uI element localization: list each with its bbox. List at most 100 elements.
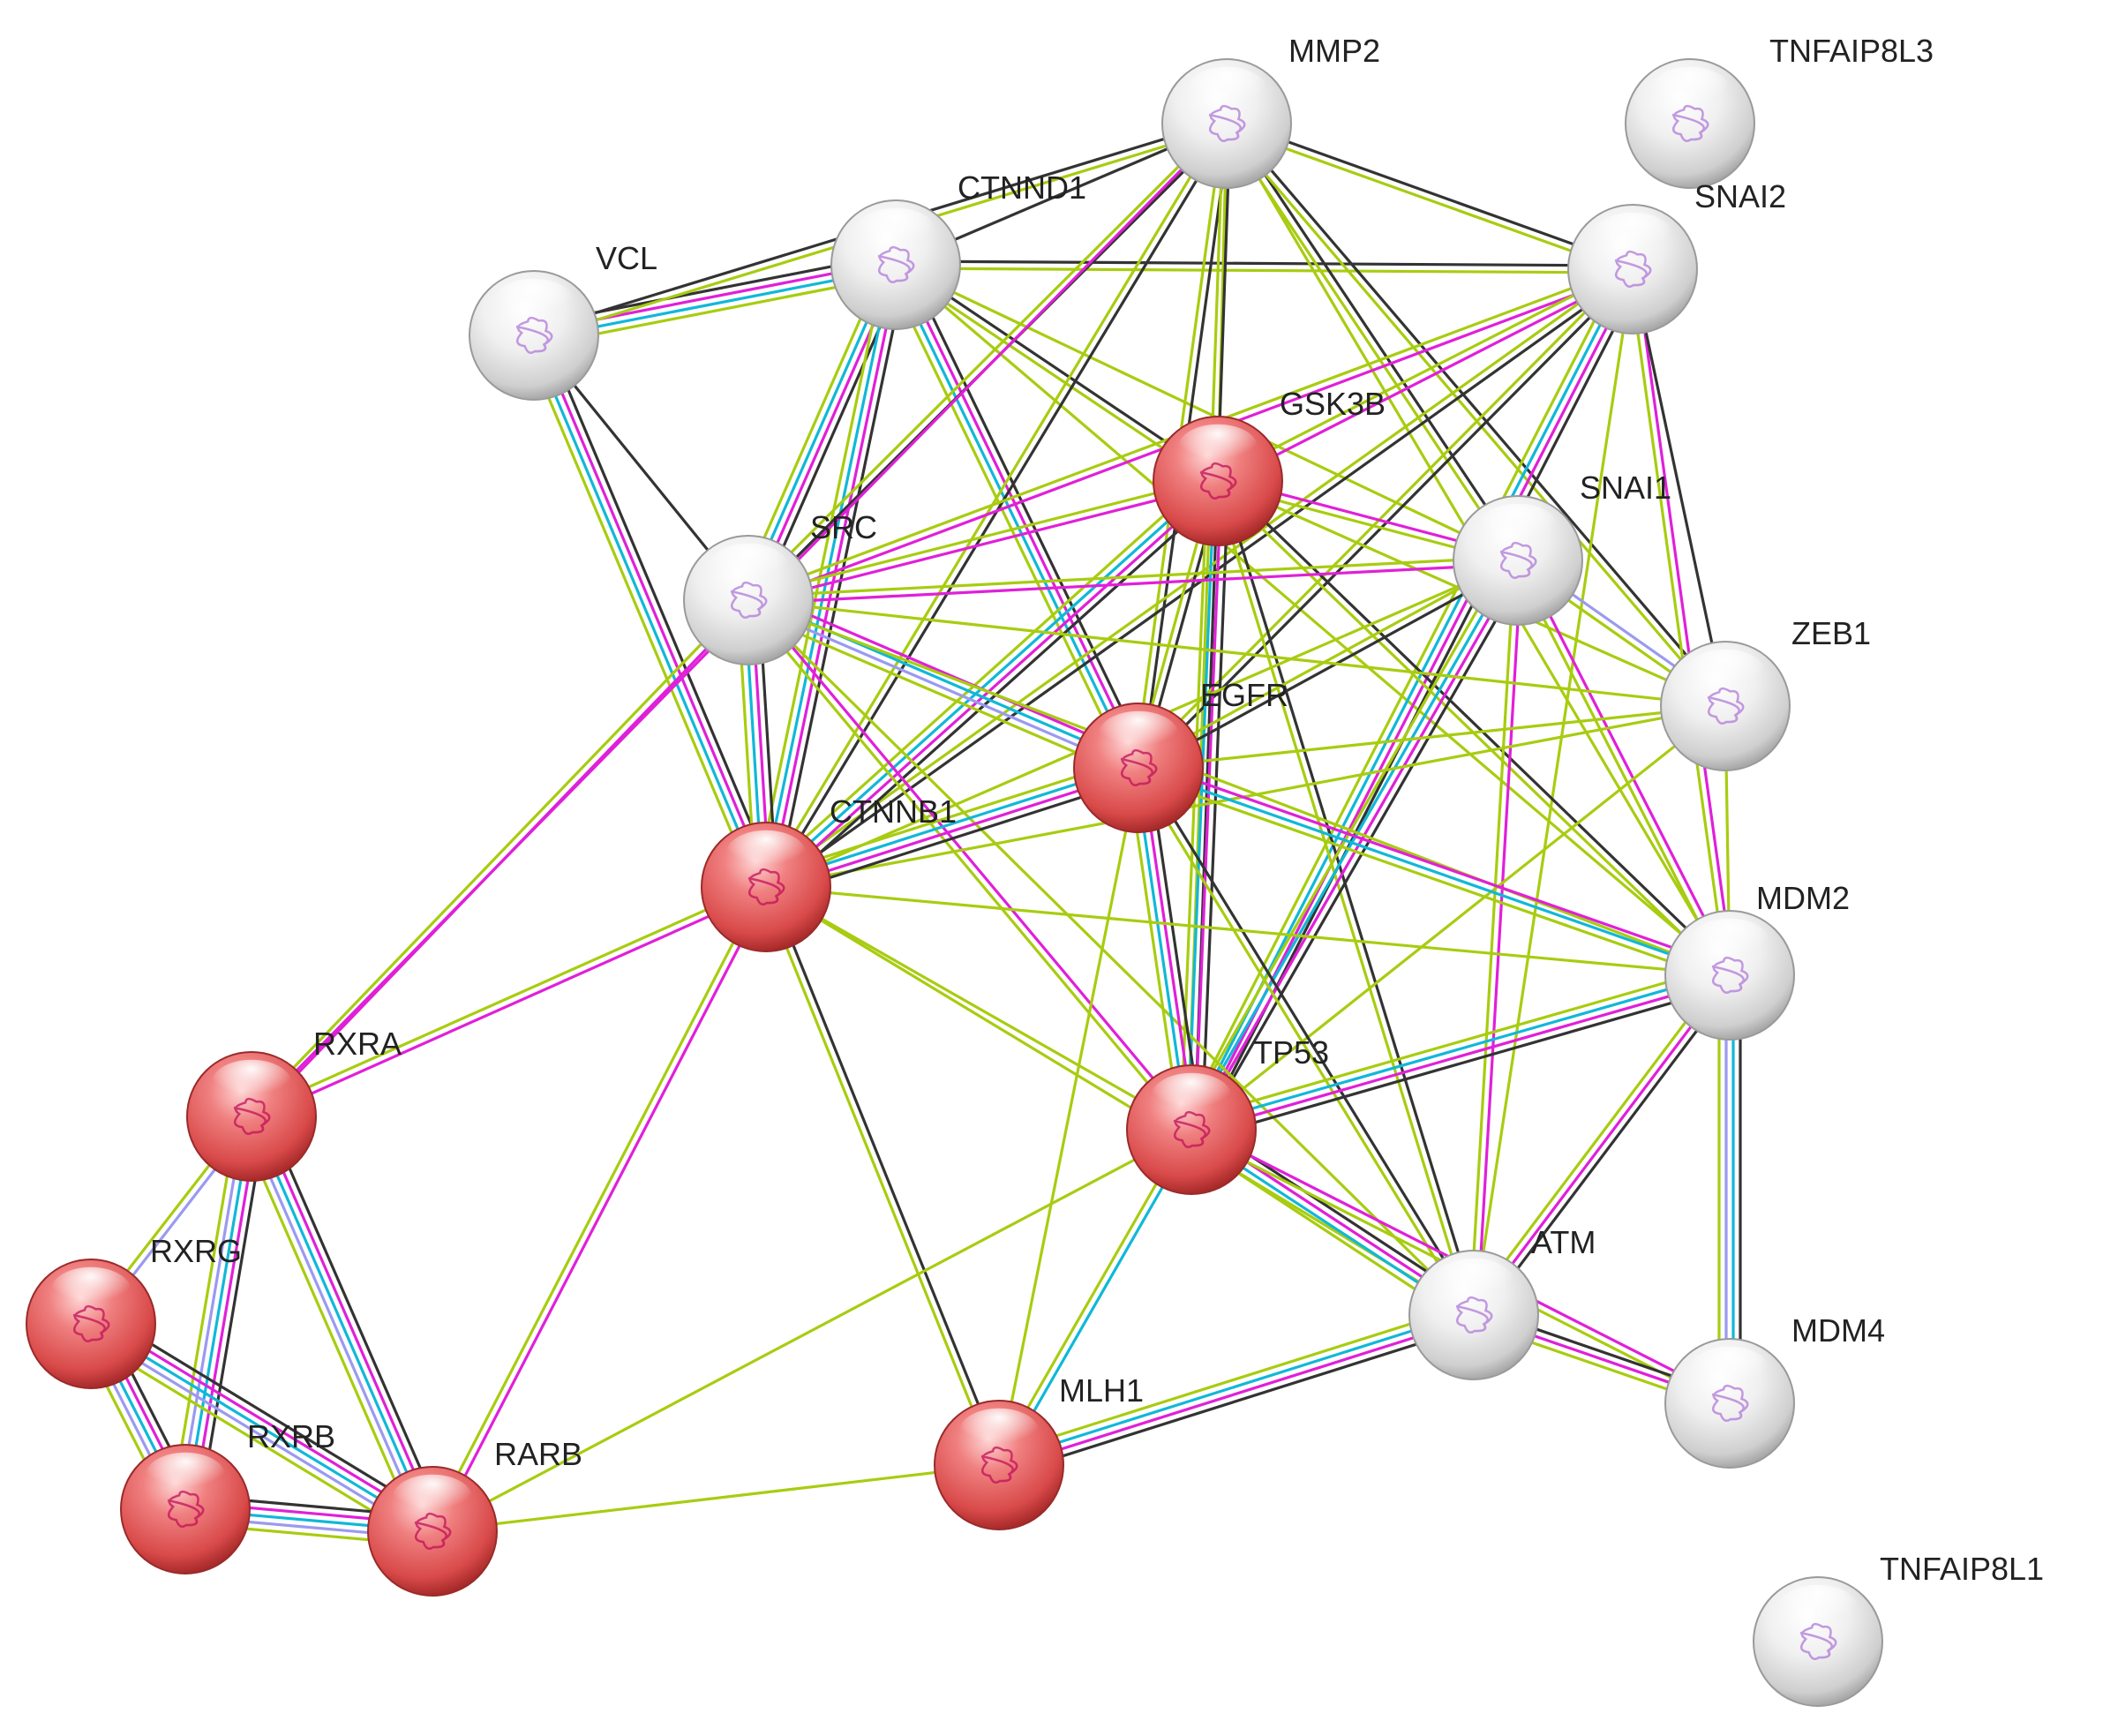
node-gloss — [1433, 1258, 1514, 1305]
edge-atm-mlh1[interactable] — [994, 1303, 1479, 1477]
node-tnfaip8l3[interactable]: TNFAIP8L3 — [1625, 33, 1934, 189]
edge-mlh1-rarb[interactable] — [431, 1463, 1001, 1533]
edge-line-database — [1137, 766, 1731, 977]
edge-line-coexpression — [771, 487, 1227, 897]
node-label: TNFAIP8L1 — [1880, 1551, 2044, 1587]
edge-line-textmining — [1214, 264, 1633, 480]
edge-snai2-mdm2[interactable] — [1627, 267, 1735, 978]
node-rxrg[interactable]: RXRG — [26, 1233, 242, 1389]
edge-src-atm[interactable] — [747, 598, 1476, 1317]
node-gloss — [1186, 66, 1267, 114]
edge-line-experimental — [767, 482, 1222, 891]
edge-line-coexpression — [1198, 564, 1529, 1137]
edge-tp53-rarb[interactable] — [431, 1128, 1193, 1533]
edge-ctnnb1-tp53[interactable] — [764, 885, 1193, 1131]
node-gloss — [708, 543, 789, 590]
node-rarb[interactable]: RARB — [367, 1436, 582, 1597]
node-zeb1[interactable]: ZEB1 — [1660, 615, 1871, 771]
edge-mdm2-mdm4[interactable] — [1717, 973, 1742, 1405]
edge-line-database — [529, 334, 764, 891]
edge-ctnnd1-snai1[interactable] — [894, 263, 1520, 562]
edge-line-textmining — [1134, 772, 1729, 984]
edge-line-textmining — [747, 555, 1520, 598]
edge-src-rxra[interactable] — [247, 596, 753, 1121]
edge-egfr-mlh1[interactable] — [997, 766, 1140, 1467]
edge-rxra-rxrb[interactable] — [169, 1112, 267, 1514]
edge-line-textmining — [747, 598, 1727, 708]
edge-line-textmining — [764, 885, 1476, 1317]
edge-line-coexpression — [96, 1310, 441, 1521]
node-snai1[interactable]: SNAI1 — [1453, 470, 1671, 626]
edge-ctnnd1-snai2[interactable] — [894, 259, 1634, 274]
edge-ctnnd1-egfr[interactable] — [884, 259, 1150, 774]
edge-line-database — [1189, 970, 1731, 1128]
edge-ctnnd1-mdm2[interactable] — [894, 263, 1731, 977]
node-snai2[interactable]: SNAI2 — [1567, 178, 1786, 334]
node-gloss — [1777, 1584, 1859, 1632]
edge-mmp2-zeb1[interactable] — [1222, 119, 1730, 710]
node-rxra[interactable]: RXRA — [186, 1026, 402, 1182]
edge-egfr-mdm2[interactable] — [1134, 759, 1734, 984]
edge-ctnnb1-rarb[interactable] — [427, 883, 771, 1535]
edge-gsk3b-src[interactable] — [746, 476, 1220, 605]
edge-line-textmining — [1472, 267, 1634, 1317]
node-label: MDM4 — [1791, 1312, 1885, 1349]
edge-rxrg-rarb[interactable] — [82, 1310, 441, 1545]
edge-snai1-src[interactable] — [747, 555, 1520, 605]
node-gsk3b[interactable]: GSK3B — [1153, 386, 1386, 546]
edge-mdm2-tp53[interactable] — [1187, 963, 1734, 1142]
edge-ctnnb1-mdm2[interactable] — [764, 885, 1731, 977]
edge-src-zeb1[interactable] — [747, 598, 1727, 708]
edge-mdm2-atm[interactable] — [1467, 969, 1737, 1321]
node-rxrb[interactable]: RXRB — [120, 1418, 335, 1574]
edge-line-textmining — [1468, 559, 1516, 1317]
edge-gsk3b-ctnnb1[interactable] — [757, 471, 1227, 897]
edge-line-textmining — [169, 1112, 239, 1508]
edge-rxra-rarb[interactable] — [237, 1109, 447, 1538]
node-label: CTNNB1 — [830, 793, 957, 830]
edge-ctnnb1-atm[interactable] — [764, 885, 1476, 1317]
node-ctnnb1[interactable]: CTNNB1 — [701, 793, 957, 952]
edge-ctnnb1-mlh1[interactable] — [761, 883, 1004, 1469]
node-gloss — [211, 1059, 292, 1107]
protein-structure-icon — [1671, 104, 1709, 142]
edge-line-experimental — [433, 887, 771, 1535]
node-egfr[interactable]: EGFR — [1073, 677, 1288, 833]
edge-snai1-egfr[interactable] — [1135, 555, 1521, 773]
edge-zeb1-egfr[interactable] — [1137, 704, 1727, 770]
edge-line-coexpression — [775, 265, 908, 891]
node-label: MMP2 — [1288, 33, 1380, 69]
edge-line-coexpression — [1477, 978, 1737, 1321]
edge-snai2-gsk3b[interactable] — [1214, 264, 1636, 486]
node-mdm4[interactable]: MDM4 — [1664, 1312, 1885, 1469]
edge-src-mdm2[interactable] — [747, 598, 1731, 977]
edge-snai2-zeb1[interactable] — [1631, 267, 1727, 708]
edge-vcl-ctnnb1[interactable] — [522, 329, 777, 893]
node-src[interactable]: SRC — [683, 509, 877, 665]
node-vcl[interactable]: VCL — [469, 240, 657, 401]
edge-line-experimental — [191, 1116, 260, 1512]
edge-ctnnb1-rxra[interactable] — [248, 882, 770, 1122]
edge-egfr-atm[interactable] — [1133, 764, 1479, 1319]
edge-line-textmining — [1627, 267, 1728, 978]
node-tnfaip8l1[interactable]: TNFAIP8L1 — [1753, 1551, 2044, 1707]
node-tp53[interactable]: TP53 — [1126, 1034, 1329, 1195]
edge-snai2-atm[interactable] — [1472, 267, 1634, 1317]
edge-snai1-mdm2[interactable] — [1513, 557, 1735, 979]
edge-line-database — [996, 1310, 1475, 1463]
node-mlh1[interactable]: MLH1 — [934, 1372, 1144, 1530]
edge-zeb1-tp53[interactable] — [1190, 704, 1727, 1131]
edge-snai1-atm[interactable] — [1468, 559, 1523, 1317]
edge-gsk3b-mdm2[interactable] — [1213, 477, 1734, 980]
node-ctnnd1[interactable]: CTNND1 — [830, 169, 1086, 330]
node-mmp2[interactable]: MMP2 — [1161, 33, 1380, 189]
edge-line-homology — [86, 1328, 431, 1539]
edge-src-tp53[interactable] — [744, 596, 1196, 1134]
protein-structure-icon — [1614, 250, 1652, 288]
node-label: VCL — [596, 240, 657, 276]
edge-mmp2-snai2[interactable] — [1224, 118, 1635, 274]
node-atm[interactable]: ATM — [1408, 1224, 1596, 1380]
node-mdm2[interactable]: MDM2 — [1664, 880, 1850, 1041]
edge-gsk3b-atm[interactable] — [1213, 478, 1479, 1318]
